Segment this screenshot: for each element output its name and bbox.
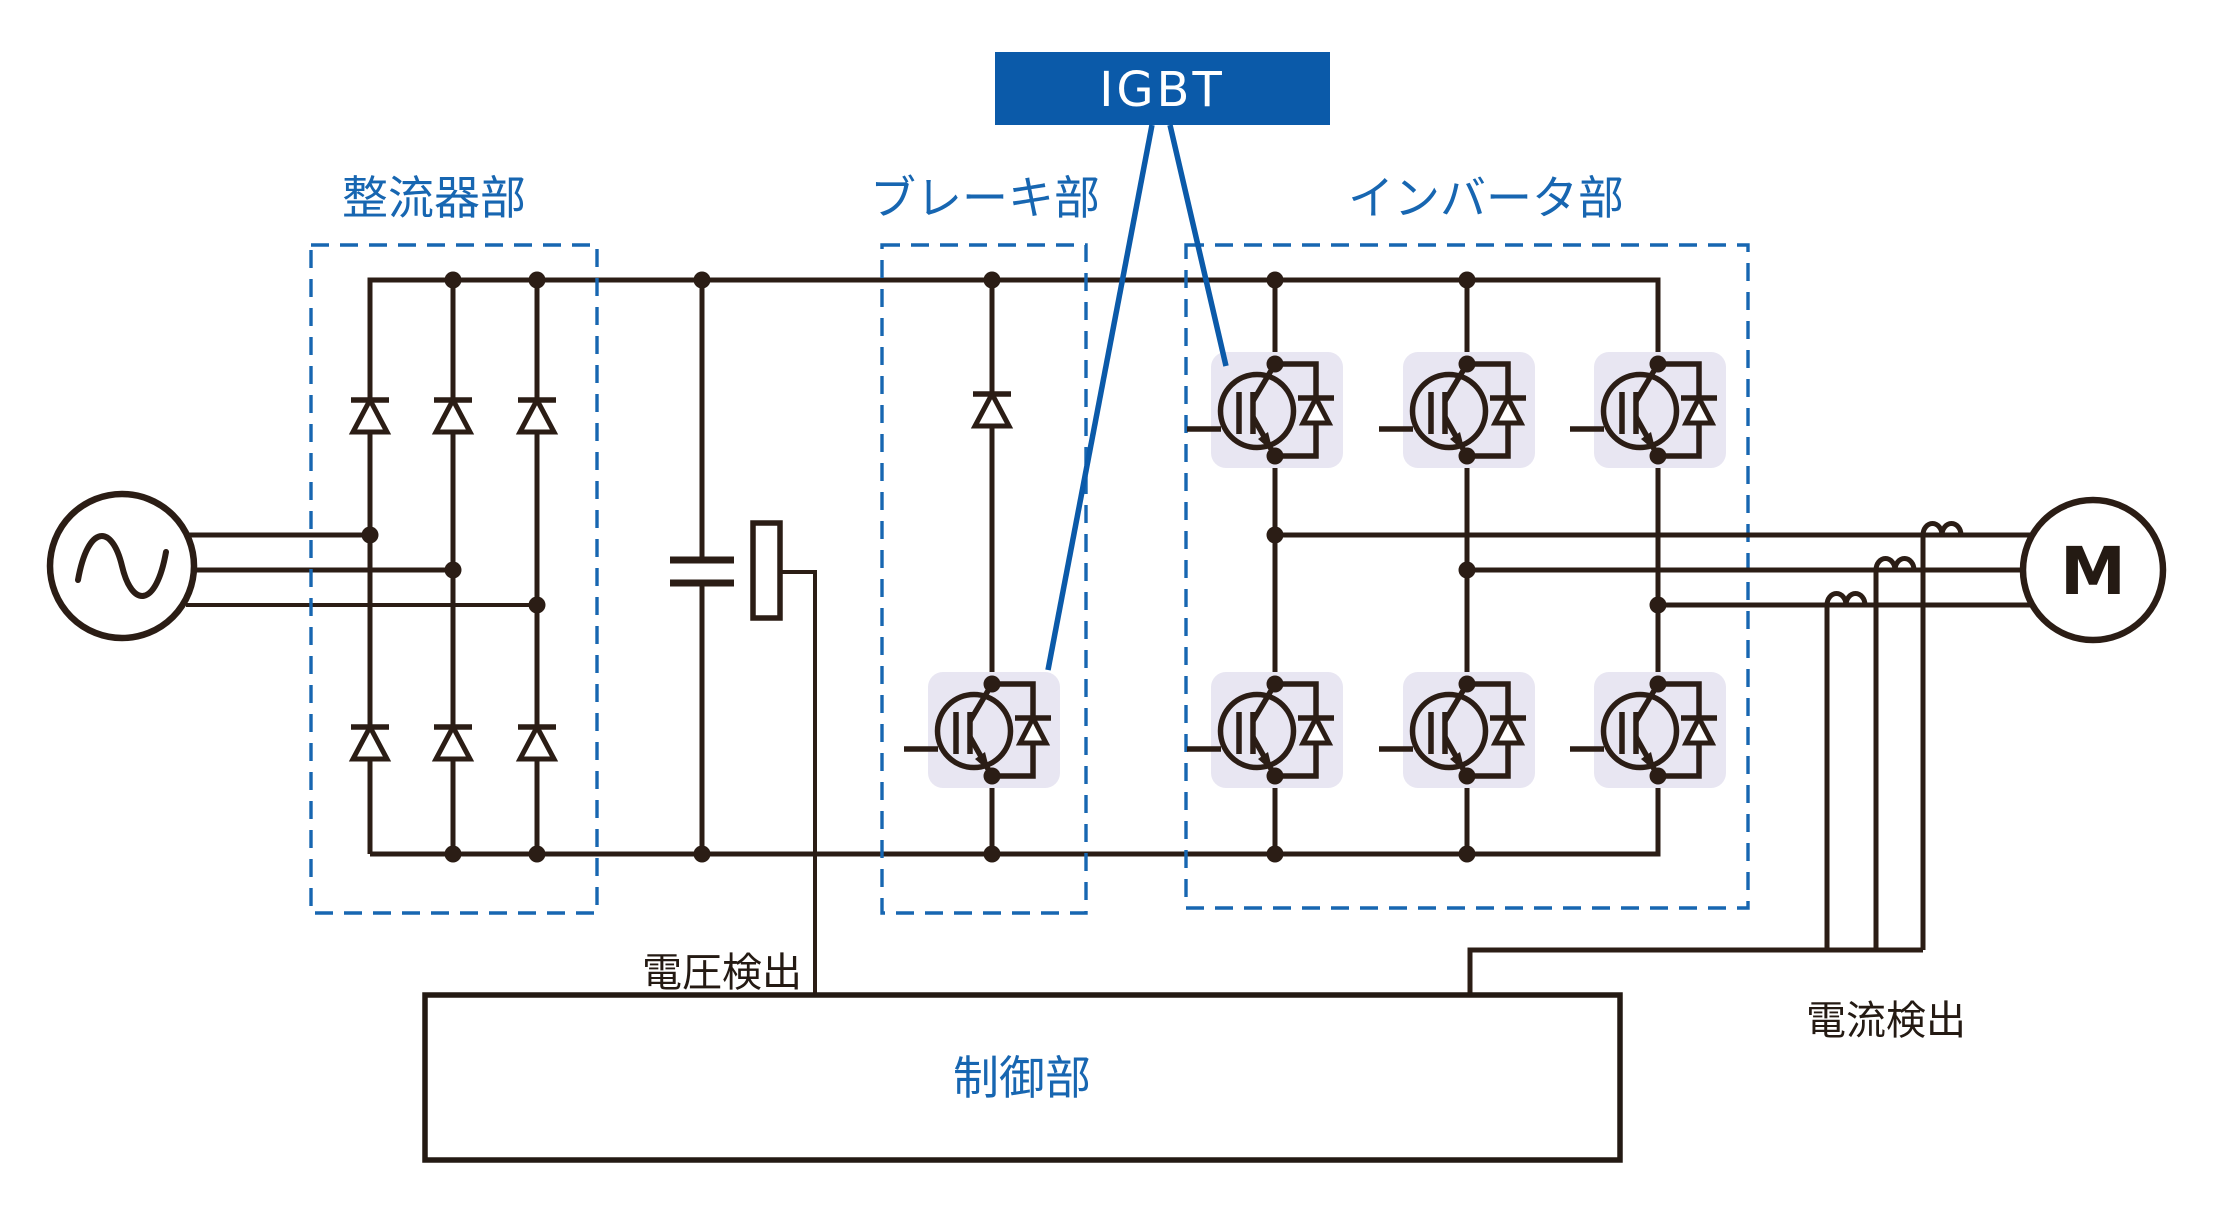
igbt-icon	[1570, 672, 1726, 788]
junction-dot	[983, 845, 1001, 863]
diode-icon	[351, 727, 389, 759]
inverter-section-label: インバータ部	[1348, 171, 1624, 225]
junction-dot	[1266, 845, 1284, 863]
junction-dot	[693, 271, 711, 289]
igbt-icon	[1379, 672, 1535, 788]
junction-dot	[528, 271, 546, 289]
igbt-icon	[1187, 672, 1343, 788]
current-detection: 電流検出	[1467, 524, 1966, 1044]
motor-icon	[2019, 496, 2167, 644]
rectifier-dashed-box	[309, 243, 599, 915]
sine-wave-icon	[75, 533, 169, 599]
voltage-detect-line	[780, 570, 817, 995]
junction-dot	[1649, 596, 1667, 614]
diode-icon	[518, 727, 556, 759]
diode-icon	[434, 400, 472, 432]
diode-icon	[434, 727, 472, 759]
capacitor-icon	[670, 556, 734, 587]
brake-dashed-box	[880, 243, 1088, 915]
junction-dot	[1458, 561, 1476, 579]
igbt-pointer-line-left	[1045, 124, 1155, 671]
ac-source	[46, 490, 537, 642]
junction-dot	[444, 271, 462, 289]
brake-section-label: ブレーキ部	[870, 171, 1100, 225]
junction-dot	[361, 526, 379, 544]
igbt-icon	[1187, 352, 1343, 468]
dc-bus-negative	[370, 775, 1661, 857]
inverter-dashed-box	[1184, 243, 1750, 910]
igbt-icon	[904, 672, 1060, 788]
control-box	[422, 992, 1623, 1163]
igbt-label-box	[995, 52, 1330, 125]
igbt-label: IGBT	[1099, 62, 1225, 118]
motor: M	[2019, 496, 2167, 644]
junction-dots	[361, 271, 1667, 863]
junction-dot	[693, 845, 711, 863]
junction-dot	[1266, 271, 1284, 289]
inverter-section: インバータ部	[1184, 171, 1750, 910]
junction-dot	[444, 561, 462, 579]
junction-dot	[528, 845, 546, 863]
igbt-icon	[1570, 352, 1726, 468]
junction-dot	[1266, 526, 1284, 544]
voltage-detection: 電圧検出	[642, 570, 817, 996]
junction-dot	[528, 596, 546, 614]
diode-icon	[973, 394, 1011, 426]
control-section-label: 制御部	[953, 1051, 1091, 1105]
junction-dot	[444, 845, 462, 863]
voltage-detect-label: 電圧検出	[642, 950, 802, 996]
diode-icon	[351, 400, 389, 432]
phase-outputs	[1275, 532, 2032, 608]
igbt-callout: IGBT	[995, 52, 1330, 671]
brake-section: ブレーキ部	[870, 171, 1100, 915]
igbt-icon	[1379, 352, 1535, 468]
junction-dot	[1458, 271, 1476, 289]
rectifier-section: 整流器部	[309, 171, 599, 915]
control-section: 制御部	[422, 992, 1623, 1163]
igbt-pointer-line-right	[1167, 124, 1229, 367]
rectifier-section-label: 整流器部	[342, 171, 526, 225]
diode-icon	[518, 400, 556, 432]
junction-dot	[983, 271, 1001, 289]
current-detect-line	[1467, 947, 1923, 995]
dc-link	[670, 280, 783, 854]
resistor-icon	[750, 520, 783, 621]
inverter-legs	[1272, 280, 1661, 854]
current-detect-label: 電流検出	[1806, 998, 1966, 1044]
motor-label: M	[2060, 533, 2126, 610]
junction-dot	[1458, 845, 1476, 863]
